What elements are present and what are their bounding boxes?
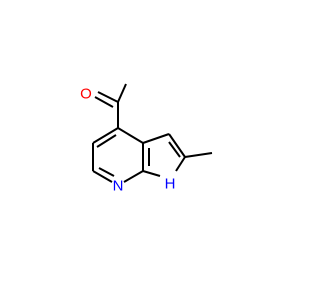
bond-c-o-double bbox=[97, 91, 119, 103]
bond-c6-n7 bbox=[92, 170, 113, 183]
bond-c6-n7-inner bbox=[98, 167, 115, 177]
bond-c2-n1 bbox=[175, 156, 186, 172]
bond-c3a-c3 bbox=[142, 133, 170, 144]
bond-n1-c7a bbox=[142, 170, 161, 177]
bond-c3-c2 bbox=[168, 133, 186, 158]
bond-c-o-double-inner bbox=[94, 96, 114, 108]
bond-c3-c2-inner bbox=[168, 141, 181, 158]
atom-label-oxygen: O bbox=[80, 86, 92, 103]
bond-c2-methyl bbox=[184, 152, 213, 158]
bond-c4-c5-inner bbox=[96, 134, 117, 148]
bond-n7-c7a bbox=[123, 170, 144, 183]
bond-c4-c5 bbox=[92, 127, 119, 144]
atom-label-pyrrole-hydrogen: H bbox=[165, 176, 176, 193]
atom-label-pyridine-nitrogen: N bbox=[113, 178, 124, 195]
chemical-structure: O N H bbox=[80, 83, 213, 195]
bond-cho-h bbox=[117, 83, 127, 103]
bond-c3a-c4 bbox=[117, 127, 144, 144]
